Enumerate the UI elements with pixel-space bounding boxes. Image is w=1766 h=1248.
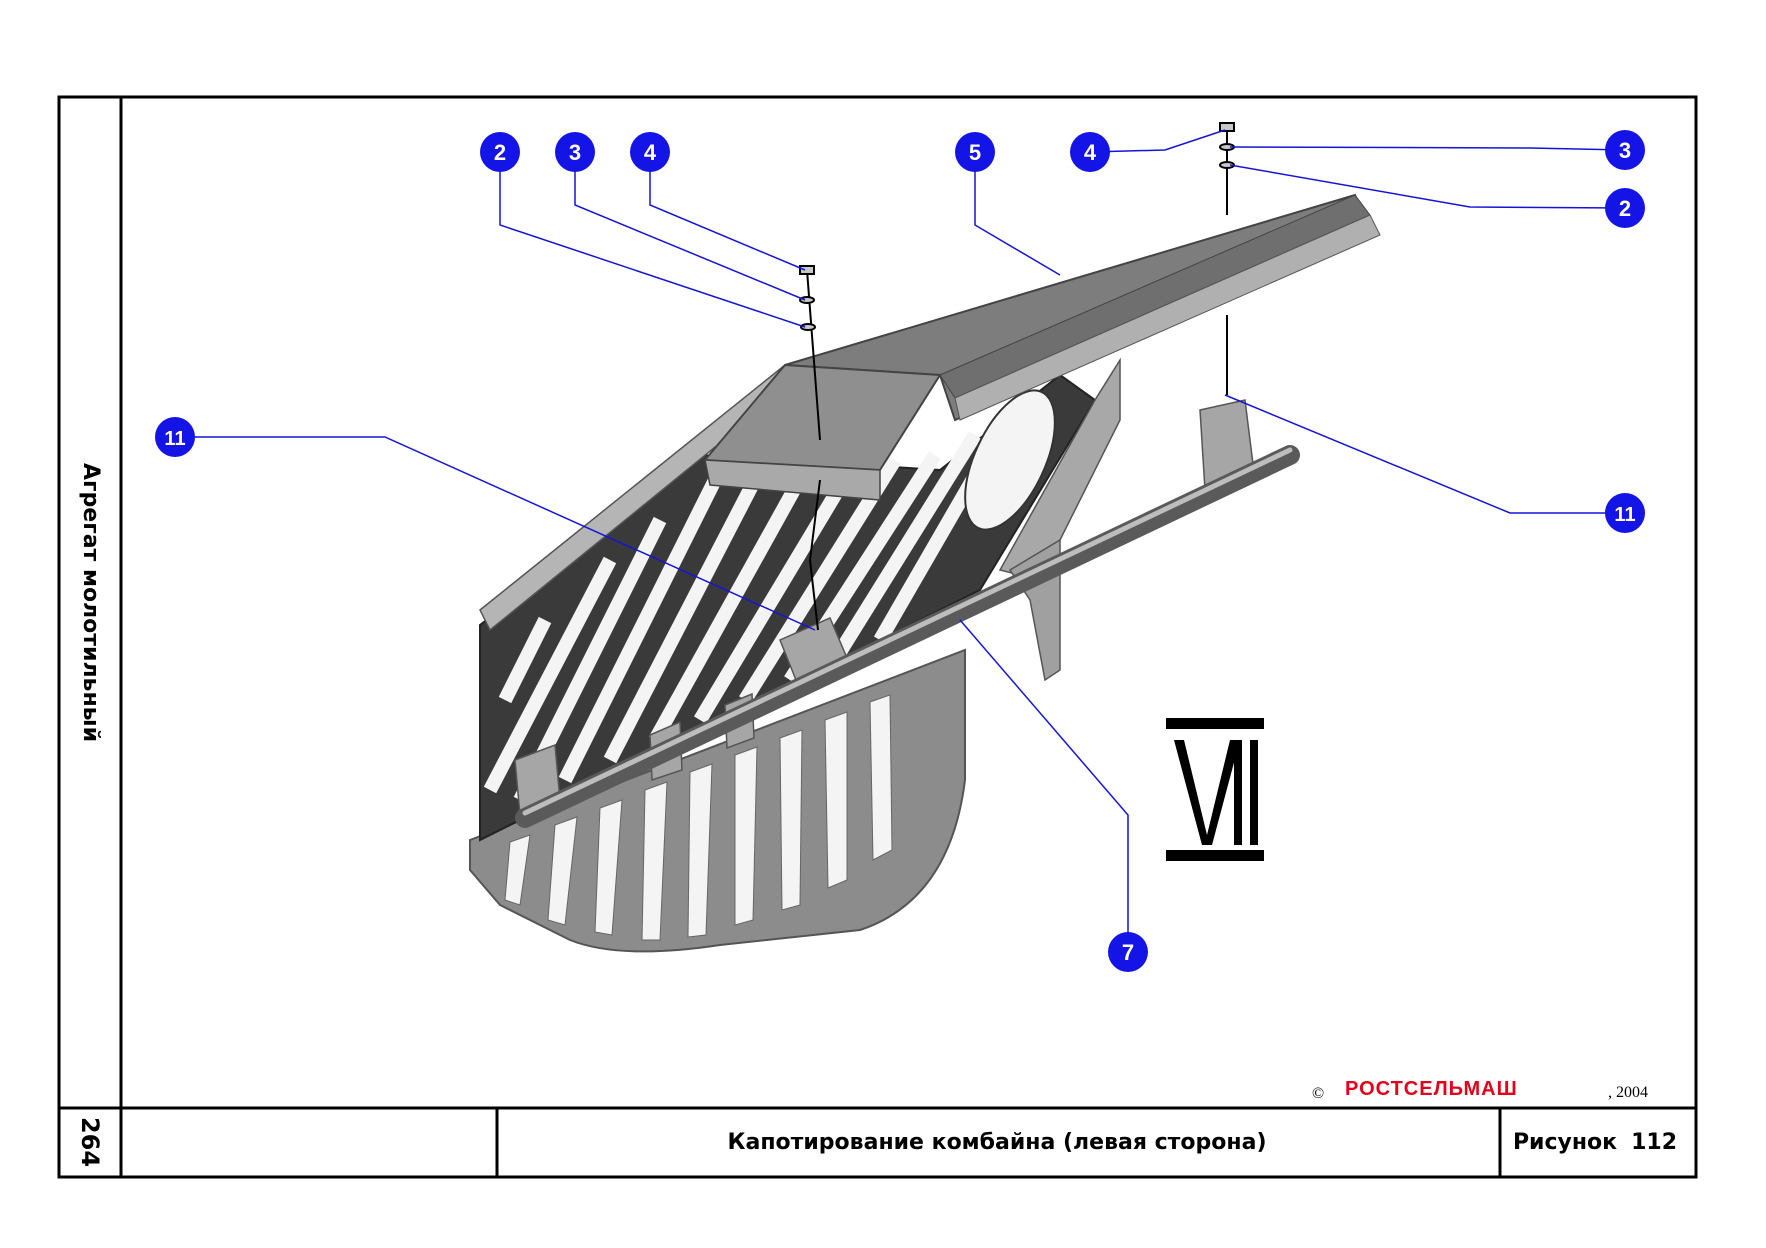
section-side-label: Агрегат молотильный: [77, 463, 103, 742]
page-number: 264: [75, 1116, 104, 1168]
copyright-symbol: ©: [1312, 1085, 1325, 1102]
callout-5: 5: [955, 132, 995, 172]
callout-label: 2: [1619, 196, 1631, 221]
callout-label: 7: [1122, 940, 1134, 965]
callout-3-right: 3: [1605, 130, 1645, 170]
callout-label: 4: [644, 140, 657, 165]
callout-4-left: 4: [630, 132, 670, 172]
end-cap: [702, 363, 942, 472]
bolt-assembly-left: [799, 265, 821, 631]
callout-leaders: [175, 129, 1626, 952]
title-block-frame: [57, 95, 1698, 1179]
copyright-year: , 2004: [1608, 1084, 1648, 1101]
callout-label: 5: [969, 140, 981, 165]
callout-3-left: 3: [555, 132, 595, 172]
lower-panel-slots: [504, 694, 893, 941]
callout-label: 3: [569, 140, 581, 165]
top-beam-face: [939, 194, 1371, 399]
callout-markers: 2 3 4 5 4 3 2 11 11 7: [155, 130, 1645, 972]
bolt-assembly-right: [1219, 122, 1235, 395]
callout-11-right: 11: [1605, 493, 1645, 533]
hood-assembly-illustration: [469, 122, 1381, 953]
callout-2-right: 2: [1605, 188, 1645, 228]
beam-flange: [954, 214, 1381, 421]
callout-label: 11: [164, 428, 185, 450]
callout-7: 7: [1108, 932, 1148, 972]
brand-logo: РОСТСЕЛЬМАШ: [1345, 1078, 1518, 1100]
section-numeral: [1166, 718, 1264, 861]
callout-label: 4: [1084, 140, 1097, 165]
grille-opening: [964, 389, 1056, 531]
support-tube: [515, 445, 1300, 828]
drawing-title: Капотирование комбайна (левая сторона): [727, 1129, 1267, 1155]
callout-2-left: 2: [480, 132, 520, 172]
support-tube-highlight: [522, 447, 1293, 816]
callout-11-left: 11: [155, 417, 195, 457]
callout-label: 3: [1619, 138, 1631, 163]
callout-4-right: 4: [1070, 132, 1110, 172]
callout-label: 11: [1614, 504, 1635, 526]
end-cap-front: [704, 459, 881, 501]
callout-label: 2: [494, 140, 506, 165]
